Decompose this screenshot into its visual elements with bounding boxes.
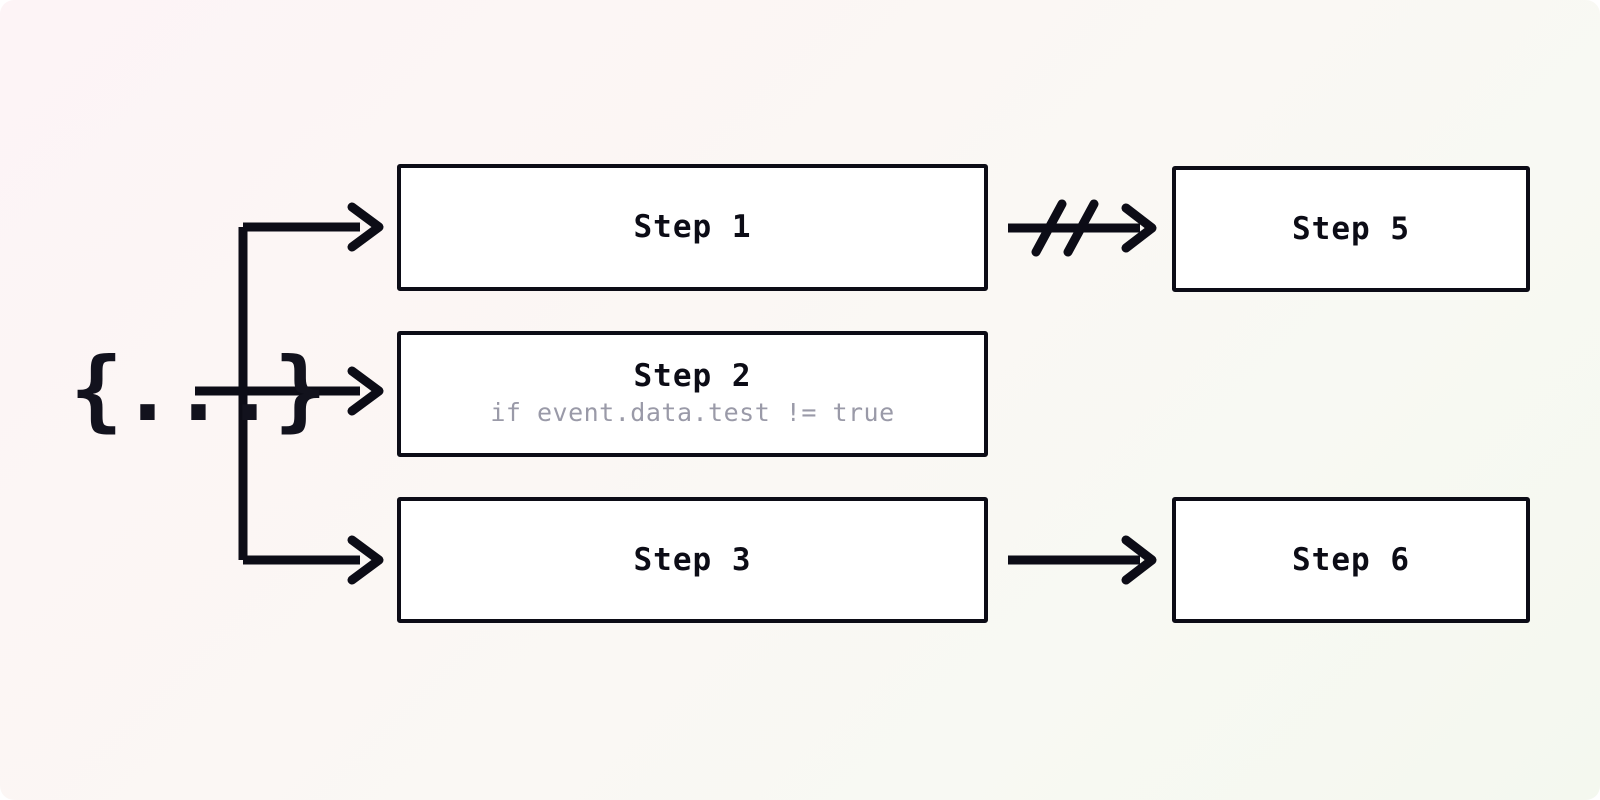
step-box-step1[interactable]: Step 1 [397,164,988,291]
arrowhead-step1-step5 [1121,203,1157,253]
arrowhead-branch-step2 [347,366,384,416]
step-box-step5[interactable]: Step 5 [1172,166,1530,292]
step-title: Step 6 [1292,541,1410,578]
step-box-step6[interactable]: Step 6 [1172,497,1530,623]
step-title: Step 3 [633,541,752,578]
arrowhead-branch-step1 [347,202,384,252]
skip-slash-first-icon [1031,199,1067,257]
skip-slash-second-icon [1063,199,1099,257]
step-title: Step 5 [1292,210,1410,247]
arrowhead-step3-step6 [1121,535,1157,585]
step-box-step3[interactable]: Step 3 [397,497,988,623]
step-box-step2[interactable]: Step 2 if event.data.test != true [397,331,988,457]
step-title: Step 2 [633,358,752,395]
source-node-event-payload: {...} [70,338,327,441]
step-title: Step 1 [633,209,752,246]
step-condition: if event.data.test != true [490,398,895,428]
arrowhead-branch-step3 [347,535,384,585]
